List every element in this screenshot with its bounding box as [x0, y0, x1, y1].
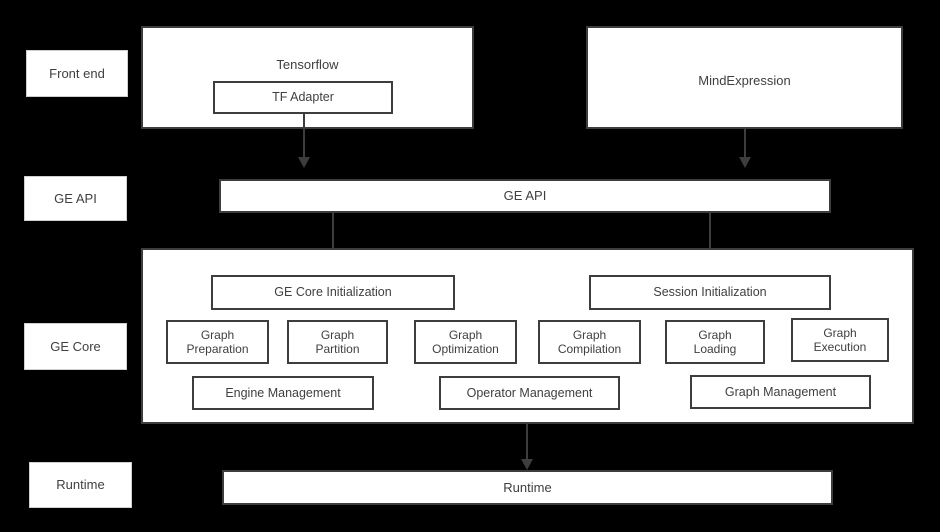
graph-execution-box[interactable]: Graph Execution	[791, 318, 889, 362]
ge-core-initialization-label: GE Core Initialization	[274, 285, 392, 300]
mindexpression-frame: MindExpression	[586, 26, 903, 129]
stage-label-ge-api-text: GE API	[54, 190, 97, 206]
graph-preparation-line1: Graph	[200, 327, 235, 342]
graph-loading-line1: Graph	[698, 327, 732, 342]
ge-api-bar-label: GE API	[503, 188, 547, 204]
stage-label-runtime: Runtime	[29, 462, 132, 508]
tensorflow-label: Tensorflow	[276, 57, 339, 72]
graph-management-box[interactable]: Graph Management	[690, 375, 871, 409]
graph-optimization-line2: Optimization	[432, 342, 499, 356]
graph-loading-line2: Loading	[693, 342, 737, 356]
graph-partition-box[interactable]: Graph Partition	[287, 320, 388, 364]
runtime-bar[interactable]: Runtime	[222, 470, 833, 505]
connector-ge-api-to-ge-core-init-line	[332, 213, 334, 258]
runtime-bar-label: Runtime	[503, 479, 552, 495]
tf-adapter-box[interactable]: TF Adapter	[213, 81, 393, 114]
session-initialization-box[interactable]: Session Initialization	[589, 275, 831, 310]
graph-partition-line1: Graph	[320, 327, 355, 342]
connector-mindexpression-to-ge-api-line	[744, 129, 746, 162]
graph-compilation-line1: Graph	[572, 327, 607, 342]
graph-preparation-box[interactable]: Graph Preparation	[166, 320, 269, 364]
graph-optimization-line1: Graph	[448, 327, 483, 342]
stage-label-ge-core: GE Core	[24, 323, 127, 370]
engine-management-label: Engine Management	[225, 385, 341, 400]
connector-ge-api-to-session-init-line	[709, 213, 711, 258]
graph-management-label: Graph Management	[724, 384, 837, 399]
graph-execution-line1: Graph	[823, 325, 857, 340]
graph-optimization-box[interactable]: Graph Optimization	[414, 320, 517, 364]
stage-label-ge-api: GE API	[24, 176, 127, 221]
connector-tf-adapter-to-ge-api-arrow	[298, 157, 310, 168]
stage-label-ge-core-text: GE Core	[50, 338, 101, 354]
connector-mindexpression-to-ge-api-arrow	[739, 157, 751, 168]
graph-execution-line2: Execution	[813, 340, 867, 354]
operator-management-label: Operator Management	[466, 385, 593, 400]
graph-compilation-line2: Compilation	[557, 342, 622, 356]
ge-core-initialization-box[interactable]: GE Core Initialization	[211, 275, 455, 310]
graph-compilation-box[interactable]: Graph Compilation	[538, 320, 641, 364]
graph-loading-box[interactable]: Graph Loading	[665, 320, 765, 364]
mindexpression-label: MindExpression	[698, 73, 791, 88]
session-initialization-label: Session Initialization	[653, 285, 767, 300]
graph-partition-line2: Partition	[315, 342, 360, 356]
operator-management-box[interactable]: Operator Management	[439, 376, 620, 410]
stage-label-front-end-text: Front end	[49, 65, 105, 81]
connector-ge-core-to-runtime-arrow	[521, 459, 533, 470]
stage-label-front-end: Front end	[26, 50, 128, 97]
connector-ge-core-to-runtime-line	[526, 424, 528, 464]
tf-adapter-label: TF Adapter	[272, 90, 334, 105]
engine-management-box[interactable]: Engine Management	[192, 376, 374, 410]
graph-preparation-line2: Preparation	[186, 342, 249, 356]
ge-api-bar[interactable]: GE API	[219, 179, 831, 213]
stage-label-runtime-text: Runtime	[56, 477, 105, 493]
connector-tf-adapter-to-ge-api-line	[303, 114, 305, 162]
